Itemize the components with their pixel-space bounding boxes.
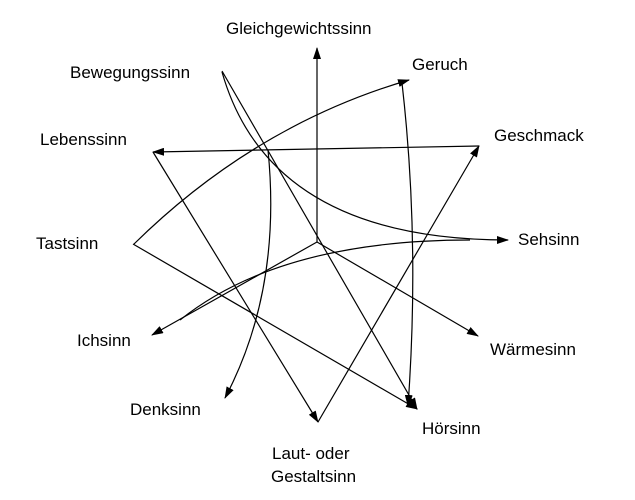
label-gleichgewichtssinn: Gleichgewichtssinn: [226, 19, 372, 38]
line-tast-to-hoer: [132, 243, 418, 410]
label-tastsinn: Tastsinn: [36, 234, 99, 253]
line-geschmack-to-leben: [152, 145, 480, 156]
label-ichsinn: Ichsinn: [77, 331, 131, 350]
label-geruch: Geruch: [412, 55, 468, 74]
label-gestaltsinn: Gestaltsinn: [271, 467, 357, 486]
label-sehsinn: Sehsinn: [518, 230, 580, 249]
curve-tast-to-geruch: [133, 79, 410, 245]
label-waermesinn: Wärmesinn: [490, 340, 576, 359]
curve-geruch-to-hoer: [401, 82, 414, 407]
curve-bewegung-to-seh: [221, 71, 509, 244]
label-denksinn: Denksinn: [130, 400, 201, 419]
curve-bewegung-to-denk: [224, 149, 272, 399]
axis-ich-arrow: [151, 241, 318, 336]
label-bewegungssinn: Bewegungssinn: [70, 63, 191, 82]
label-geschmack: Geschmack: [494, 126, 584, 145]
axis-waerme-arrow: [316, 241, 479, 337]
label-hoersinn: Hörsinn: [422, 419, 481, 438]
line-bewegung-to-hoer: [221, 70, 418, 410]
label-laut-oder: Laut- oder: [272, 444, 350, 463]
curve-seh-to-ich: [179, 239, 471, 321]
line-laut-to-geschmack: [317, 145, 480, 423]
label-lebenssinn: Lebenssinn: [40, 130, 127, 149]
line-leben-to-laut: [152, 151, 319, 423]
